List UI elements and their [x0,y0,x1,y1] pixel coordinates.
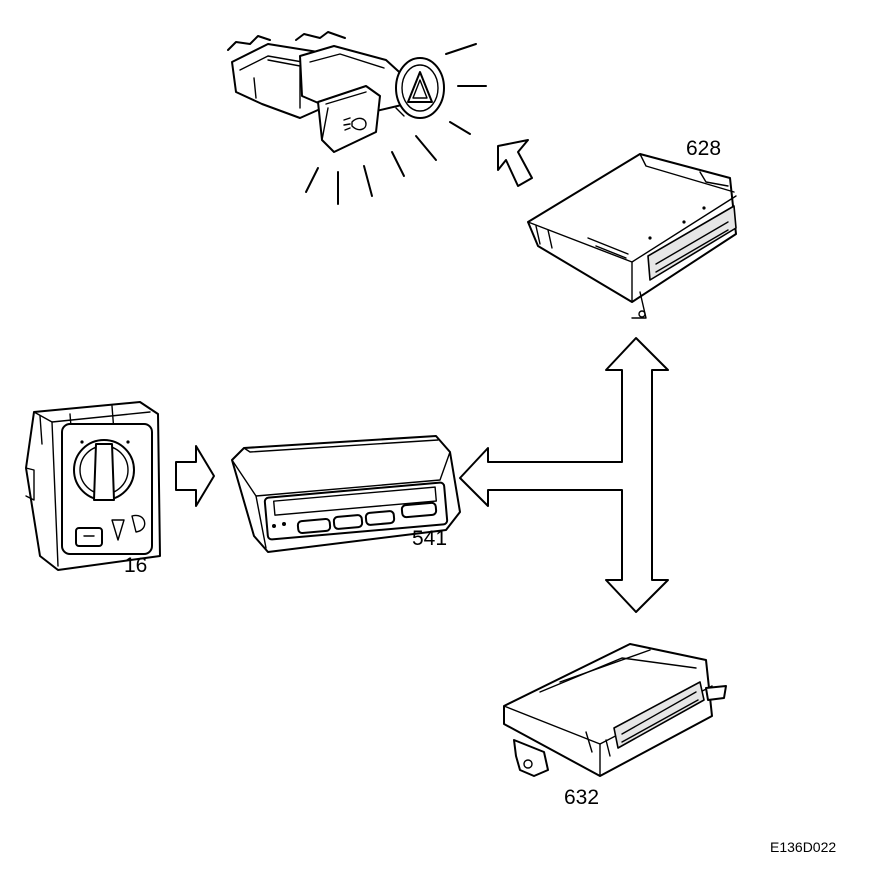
headlight-icon [131,514,146,533]
light-switch-16 [25,401,161,571]
label-628: 628 [686,137,722,160]
control-module-628 [527,153,737,319]
dimmer-triangle-icon [111,519,125,541]
display-unit-541 [231,435,461,553]
switch-panel-illustration [227,31,487,205]
figure-code: E136D022 [770,839,837,855]
label-541: 541 [412,527,448,550]
label-632: 632 [564,786,600,809]
control-module-632 [503,643,727,777]
arrow-switch-to-display [175,445,215,507]
fog-light-icon [343,117,367,131]
bus-arrow [459,337,669,613]
hazard-triangle-icon [407,71,433,103]
arrow-to-switch-panel [497,139,533,187]
label-16: 16 [124,554,148,577]
glow-rays [305,43,487,205]
